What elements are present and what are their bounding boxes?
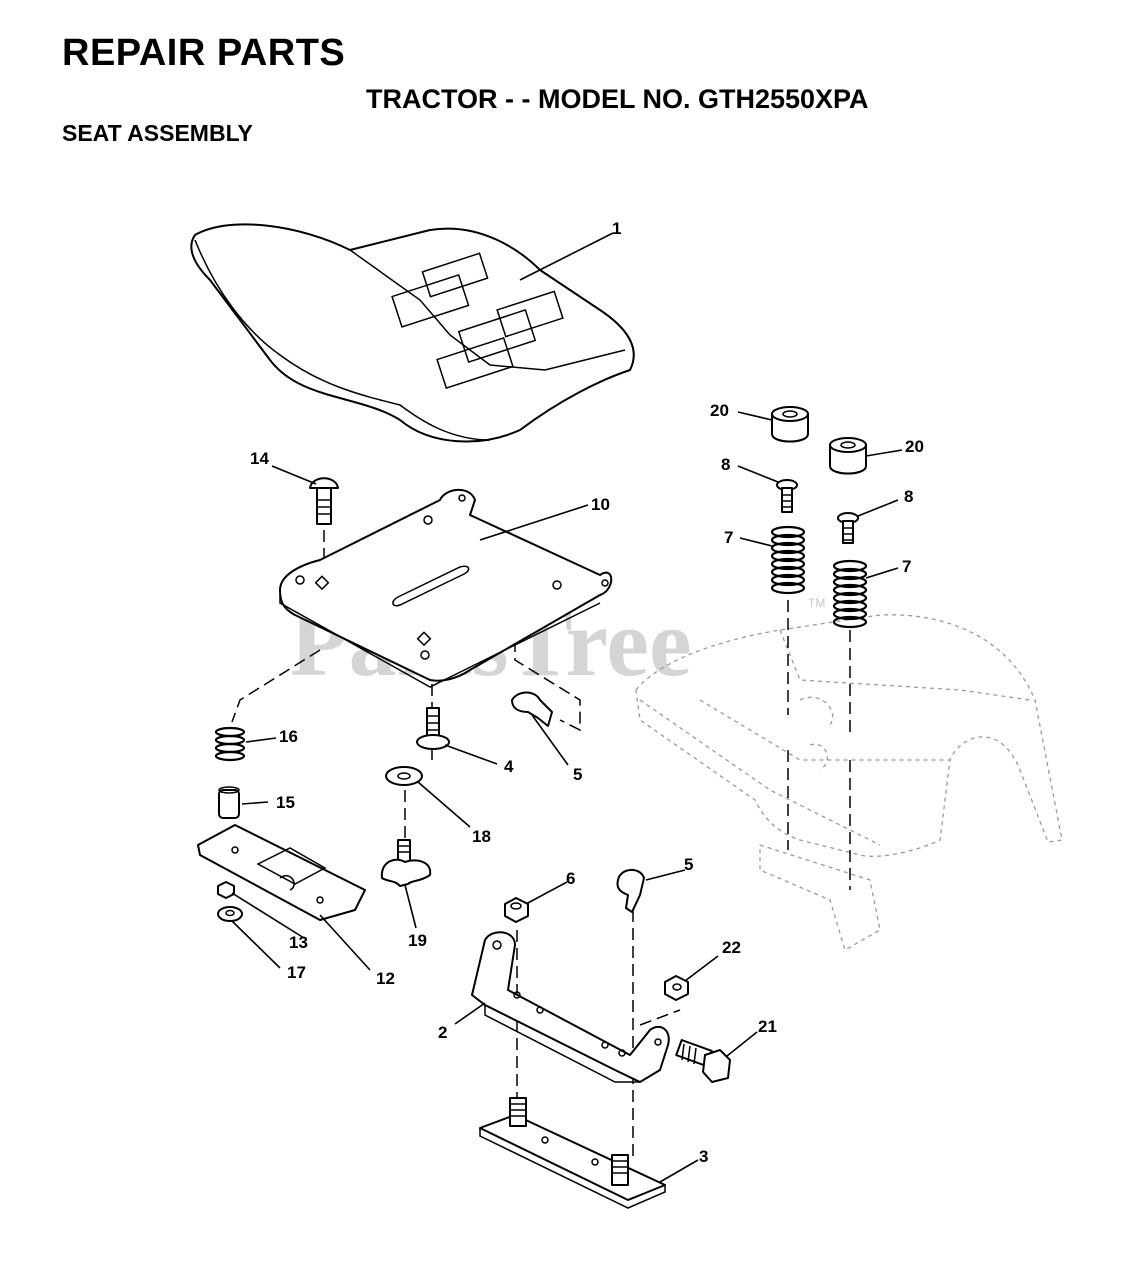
flange-bolt — [675, 1039, 731, 1083]
callout-7-left: 7 — [724, 528, 733, 547]
callout-14: 14 — [250, 449, 269, 468]
model-subtitle: TRACTOR - - MODEL NO. GTH2550XPA — [366, 84, 869, 114]
adjustment-knob — [380, 839, 432, 887]
clip-upper — [511, 691, 553, 727]
spring-right — [832, 559, 868, 629]
callout-16: 16 — [279, 727, 298, 746]
callout-8-left: 8 — [721, 455, 730, 474]
watermark-tm: TM — [808, 596, 825, 610]
callout-7-right: 7 — [902, 557, 911, 576]
callout-22: 22 — [722, 938, 741, 957]
spring-small — [214, 726, 246, 762]
callout-4: 4 — [504, 757, 514, 776]
spring-left — [770, 525, 806, 595]
callout-12: 12 — [376, 969, 395, 988]
rubber-spacer-left — [771, 406, 809, 443]
callout-2: 2 — [438, 1023, 447, 1042]
clip-lower — [616, 869, 645, 913]
nut-13 — [217, 881, 235, 899]
screw-right — [837, 512, 859, 544]
section-title: SEAT ASSEMBLY — [62, 120, 253, 146]
callout-8-right: 8 — [904, 487, 913, 506]
spacer — [218, 786, 240, 819]
carriage-bolt — [309, 477, 339, 525]
callout-20-right: 20 — [905, 437, 924, 456]
mounting-plate — [479, 1097, 666, 1209]
callout-13: 13 — [289, 933, 308, 952]
callout-6: 6 — [566, 869, 575, 888]
shoulder-bolt — [416, 707, 450, 750]
seat-pan — [279, 488, 613, 688]
fender-outline — [635, 614, 1063, 951]
callout-1: 1 — [612, 219, 621, 238]
screw-left — [776, 479, 798, 513]
callout-5-upper: 5 — [573, 765, 582, 784]
washer — [385, 766, 423, 786]
callout-21: 21 — [758, 1017, 777, 1036]
callout-15: 15 — [276, 793, 295, 812]
rubber-spacer-right — [829, 437, 867, 475]
callout-5-lower: 5 — [684, 855, 693, 874]
leader-lines — [231, 232, 903, 1183]
callout-19: 19 — [408, 931, 427, 950]
page-title: REPAIR PARTS — [62, 32, 346, 74]
callout-3: 3 — [699, 1147, 708, 1166]
hex-nut — [504, 897, 529, 923]
nut-17 — [217, 906, 243, 922]
callout-10: 10 — [591, 495, 610, 514]
callout-20-left: 20 — [710, 401, 729, 420]
seat-bracket — [471, 931, 670, 1083]
callout-17: 17 — [287, 963, 306, 982]
slide-bracket — [197, 824, 366, 921]
callout-18: 18 — [472, 827, 491, 846]
lock-nut — [664, 975, 689, 1001]
